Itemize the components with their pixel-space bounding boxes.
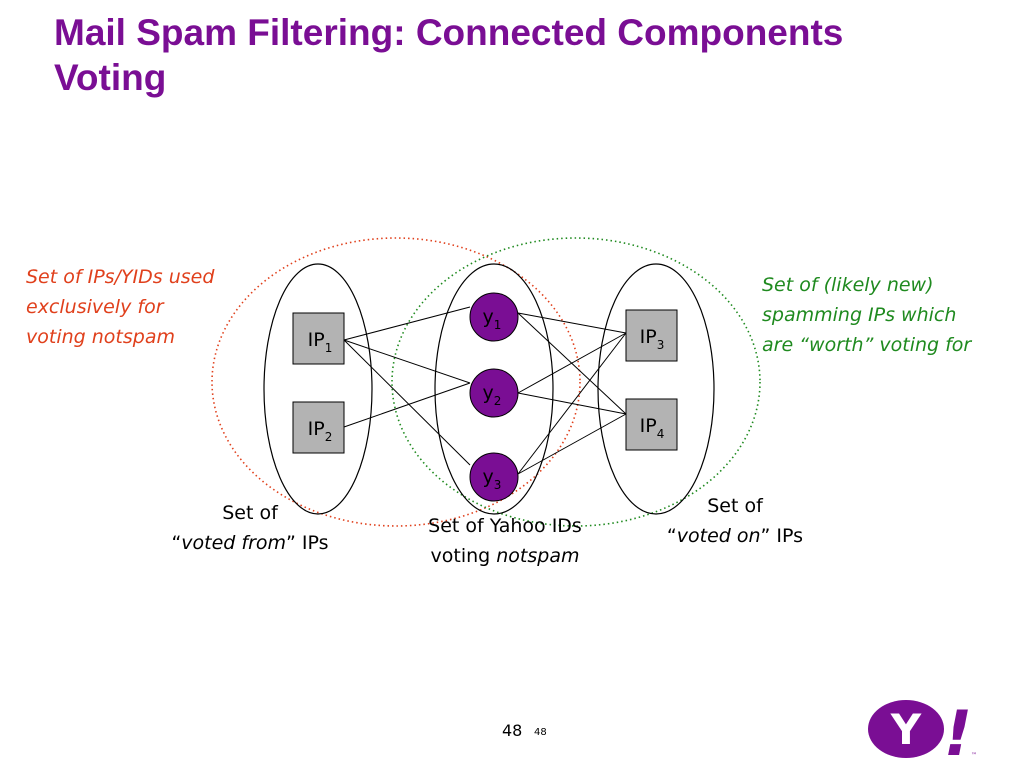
ip3-box xyxy=(625,309,678,362)
voted-on-caption-line-2: “voted on” IPs xyxy=(640,521,830,551)
y2-label-sub: 2 xyxy=(494,394,502,408)
voted-on-close: ” IPs xyxy=(760,525,804,547)
ip3-label-base: IP xyxy=(640,326,657,348)
voted-on-ips-caption: Set of “voted on” IPs xyxy=(640,491,830,551)
right-note-line-3: are “worth” voting for xyxy=(762,334,972,356)
ip2-box xyxy=(292,401,345,454)
ip1-node: IP1 xyxy=(292,312,345,365)
slide-title: Mail Spam Filtering: Connected Component… xyxy=(54,10,1004,100)
edge-layer xyxy=(343,306,627,475)
edge-y3-ip3 xyxy=(517,332,627,475)
y2-label: y2 xyxy=(483,382,502,408)
yahoo-logo-oval xyxy=(868,700,944,758)
edge-y3-ip4 xyxy=(517,413,627,475)
voted-on-open-quote: “ xyxy=(666,525,677,547)
y1-label: y1 xyxy=(483,306,502,332)
exclusive-notspam-set-note: Set of IPs/YIDs used exclusively for vot… xyxy=(26,262,214,352)
voted-from-caption-line-2: “voted from” IPs xyxy=(150,528,350,558)
ip2-label: IP2 xyxy=(308,418,333,444)
voted-on-emphasis: voted on xyxy=(676,525,761,547)
edge-ip1-y3 xyxy=(343,339,471,466)
y2-circle xyxy=(469,368,519,418)
yahoo-ids-caption-prefix: voting xyxy=(430,545,497,567)
y1-circle xyxy=(469,292,519,342)
y1-label-sub: 1 xyxy=(494,318,502,332)
ip3-label: IP3 xyxy=(640,326,665,352)
ip1-label-base: IP xyxy=(308,329,325,351)
voted-from-ips-caption: Set of “voted from” IPs xyxy=(150,498,350,558)
right-note-line-1: Set of (likely new) xyxy=(762,274,934,296)
slide-title-line-2: Voting xyxy=(54,57,167,98)
y3-label-sub: 3 xyxy=(494,478,502,492)
voted-on-group-ellipse xyxy=(597,263,715,515)
red-dotted-set-ellipse xyxy=(211,237,581,527)
right-note-line-2: spamming IPs which xyxy=(762,304,957,326)
edge-ip2-y2 xyxy=(343,382,471,428)
voted-from-open-quote: “ xyxy=(171,532,182,554)
yahoo-logo: Y ! ™ xyxy=(868,697,977,761)
yahoo-ids-group-ellipse xyxy=(434,263,554,515)
spamming-ips-worth-voting-note: Set of (likely new) spamming IPs which a… xyxy=(762,270,971,360)
voted-from-close: ” IPs xyxy=(286,532,329,554)
left-note-line-3: voting notspam xyxy=(26,326,175,348)
slide-title-line-1: Mail Spam Filtering: Connected Component… xyxy=(54,12,844,53)
ip4-label: IP4 xyxy=(640,415,665,441)
ip4-label-base: IP xyxy=(640,415,657,437)
yahoo-ids-caption-line-1: Set of Yahoo IDs xyxy=(428,515,582,537)
voted-from-emphasis: voted from xyxy=(181,532,287,554)
ip1-label: IP1 xyxy=(308,329,333,355)
yahoo-ids-caption: Set of Yahoo IDs voting notspam xyxy=(400,511,610,571)
yahoo-logo-tm: ™ xyxy=(971,752,977,759)
y1-label-base: y xyxy=(483,306,494,328)
y3-node: y3 xyxy=(469,452,519,502)
ip4-box xyxy=(625,398,678,451)
voted-from-group-ellipse xyxy=(263,263,373,515)
ip3-label-sub: 3 xyxy=(657,338,665,352)
ip1-label-sub: 1 xyxy=(325,341,333,355)
yahoo-logo-exclaim: ! xyxy=(944,697,972,761)
voted-on-caption-line-1: Set of xyxy=(707,495,763,517)
green-dotted-set-ellipse xyxy=(391,237,761,527)
ip3-node: IP3 xyxy=(625,309,678,362)
y3-label: y3 xyxy=(483,466,502,492)
left-note-line-2: exclusively for xyxy=(26,296,164,318)
edge-y2-ip3 xyxy=(517,332,627,394)
y1-node: y1 xyxy=(469,292,519,342)
page-number: 48 xyxy=(502,721,523,740)
y3-label-base: y xyxy=(483,466,494,488)
ip4-node: IP4 xyxy=(625,398,678,451)
ip2-label-sub: 2 xyxy=(325,430,333,444)
y2-label-base: y xyxy=(483,382,494,404)
ip4-label-sub: 4 xyxy=(657,427,665,441)
y3-circle xyxy=(469,452,519,502)
ip1-box xyxy=(292,312,345,365)
ip2-node: IP2 xyxy=(292,401,345,454)
left-note-line-1: Set of IPs/YIDs used xyxy=(26,266,215,288)
edge-y1-ip3 xyxy=(517,312,627,334)
voted-from-caption-line-1: Set of xyxy=(222,502,278,524)
y2-node: y2 xyxy=(469,368,519,418)
edge-ip1-y1 xyxy=(343,306,471,341)
edge-ip1-y2 xyxy=(343,339,471,384)
yahoo-ids-caption-emphasis: notspam xyxy=(496,545,580,567)
page-number-small: 48 xyxy=(534,727,547,738)
ip2-label-base: IP xyxy=(308,418,325,440)
yahoo-logo-letter: Y xyxy=(890,705,922,754)
yahoo-ids-caption-line-2: voting notspam xyxy=(400,541,610,571)
